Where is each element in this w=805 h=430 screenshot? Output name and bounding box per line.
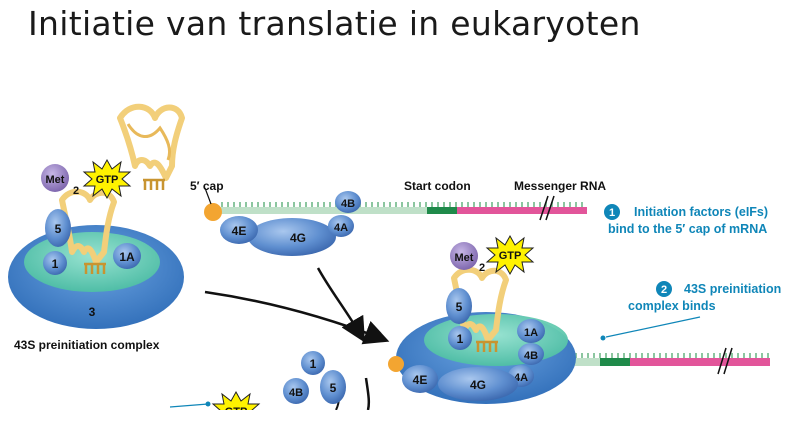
free-trna (117, 103, 185, 190)
complex-label: 43S preinitiation complex (14, 338, 160, 352)
svg-text:1: 1 (457, 332, 464, 346)
step-1-line-1: Initiation factors (eIFs) (634, 205, 768, 219)
step-2-line-1: 43S preinitiation (684, 282, 781, 296)
svg-text:4G: 4G (470, 378, 486, 392)
step-2-line-2: complex binds (628, 299, 716, 313)
start-codon-label: Start codon (404, 179, 471, 193)
preinitiation-complex-43s: 3 5 1 1A Met 2 GTP (8, 158, 184, 329)
step-1-line-2: bind to the 5′ cap of mRNA (608, 222, 767, 236)
factor-1 (43, 251, 67, 275)
svg-text:Met: Met (455, 252, 474, 264)
factor-5-product (446, 288, 472, 324)
svg-text:1: 1 (310, 357, 317, 371)
svg-text:1: 1 (609, 207, 615, 219)
start-codon-bottom (600, 358, 630, 366)
svg-text:4B: 4B (341, 198, 355, 210)
cap-5prime-bottom (388, 356, 404, 372)
factor-1a-product (517, 319, 545, 343)
factor-2-label: 2 (73, 185, 79, 197)
svg-text:4E: 4E (232, 224, 247, 238)
page-bottom-margin (0, 410, 805, 430)
factor-4a-top (328, 215, 354, 237)
factor-4g-product (438, 367, 518, 401)
svg-text:1A: 1A (119, 250, 135, 264)
svg-text:4B: 4B (524, 350, 538, 362)
svg-text:2: 2 (661, 284, 667, 296)
svg-text:4B: 4B (289, 387, 303, 399)
factor-4b-free (283, 378, 309, 404)
arrow-down-partial (364, 377, 371, 411)
initiator-trna (59, 188, 117, 265)
methionine (41, 164, 69, 192)
svg-text:5: 5 (330, 381, 337, 395)
mrna-label: Messenger RNA (514, 179, 606, 193)
gtp-burst-product (485, 234, 535, 276)
factor-4b-product (518, 343, 544, 365)
eif4-complex-top: 4G 4E 4A 4B (220, 191, 361, 256)
step-2: 2 43S preinitiation complex binds (600, 281, 781, 341)
initiation-complex-product: 5 1 1A 4B 4A 4G 4E Met 2 GTP (388, 234, 576, 404)
svg-text:GTP: GTP (499, 250, 522, 262)
arrow-mrna-to-product (316, 267, 366, 343)
factor-4b-top (335, 191, 361, 213)
factor-5 (45, 209, 71, 247)
svg-text:GTP: GTP (96, 174, 119, 186)
svg-text:4A: 4A (514, 372, 528, 384)
factor-1a (113, 243, 141, 269)
svg-text:4E: 4E (413, 373, 428, 387)
factor-4e-top (220, 216, 258, 244)
svg-text:4G: 4G (290, 231, 306, 245)
factor-1-product (448, 326, 472, 350)
factor-1-free (301, 351, 325, 375)
factor-5-free (320, 370, 346, 404)
start-codon-top (427, 207, 457, 214)
methionine-product (450, 242, 478, 270)
cap-label: 5′ cap (190, 179, 224, 193)
factor-3-label: 3 (89, 305, 96, 319)
arrow-complex-to-product (204, 290, 390, 345)
svg-text:4A: 4A (334, 222, 348, 234)
gtp-burst (82, 158, 132, 200)
svg-text:1A: 1A (524, 327, 538, 339)
factor-4g-top (248, 218, 336, 256)
cap-5prime-top (204, 203, 222, 221)
svg-text:Met: Met (46, 174, 65, 186)
svg-text:5: 5 (456, 300, 463, 314)
svg-text:2: 2 (479, 262, 485, 274)
factor-4e-product (402, 365, 438, 393)
svg-text:1: 1 (52, 257, 59, 271)
step-1: 1 Initiation factors (eIFs) bind to the … (604, 204, 768, 236)
slide-title: Initiatie van translatie in eukaryoten (28, 4, 641, 43)
svg-text:5: 5 (55, 222, 62, 236)
